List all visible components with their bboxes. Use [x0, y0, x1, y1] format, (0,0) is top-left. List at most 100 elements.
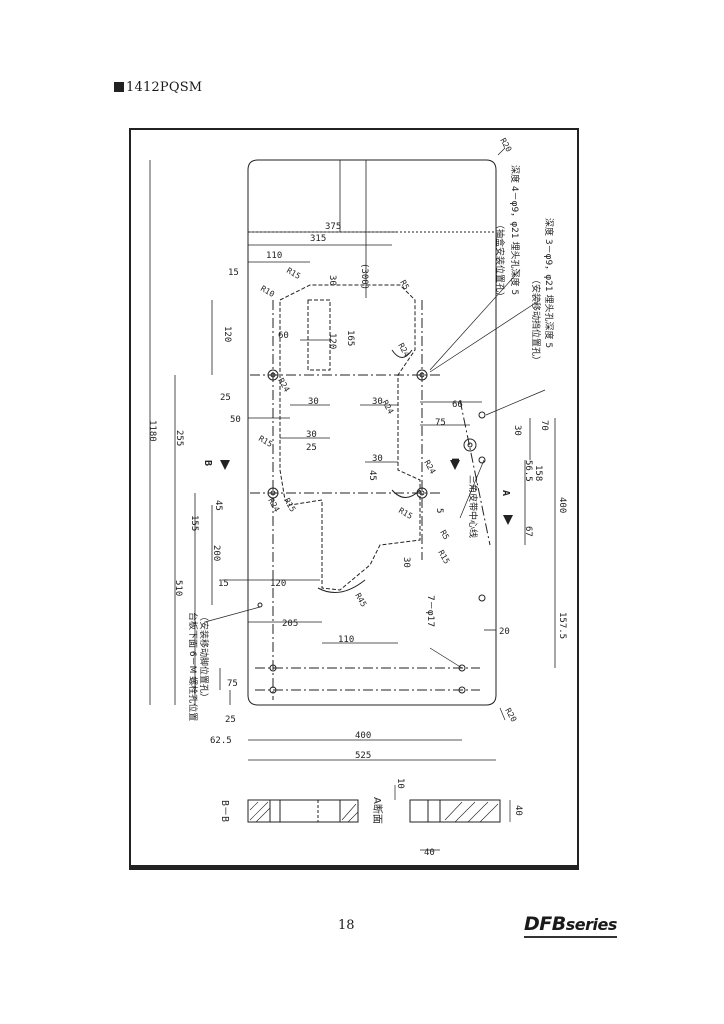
marker-b2: B: [449, 458, 460, 464]
dim-15b: 15: [218, 579, 229, 589]
dim-158: 158: [533, 465, 543, 481]
dim-25c: 25: [225, 715, 236, 725]
dim-255: 255: [174, 430, 184, 446]
dimension-labels: 375 315 110 15 60 25 50 30 30 30 25 30 1…: [210, 222, 510, 858]
dim-165: 165: [345, 330, 355, 346]
dim-120b: 120: [327, 333, 337, 349]
dim-45b: 45: [367, 470, 377, 481]
brand-suffix: series: [565, 915, 618, 934]
radius-labels: R20 R15 R10 R5 R24 R24 R15 R24 R15 R24 R…: [257, 137, 518, 724]
dim-75a: 75: [435, 418, 446, 428]
dim-75b: 75: [227, 679, 238, 689]
dim-400a: 400: [557, 497, 567, 513]
leader-lines: [204, 147, 546, 721]
note-holes-3: 深度 3－φ9，φ21 埋头孔深度 5: [543, 218, 555, 348]
notes: 深度 3－φ9，φ21 埋头孔深度 5 （安装移动挡位置孔） 深度 4－φ9，φ…: [187, 165, 555, 824]
note-holes-4: 深度 4－φ9，φ21 埋头孔深度 5: [509, 165, 521, 295]
radius-r5: R5: [398, 279, 411, 292]
dim-30b: 30: [308, 397, 319, 407]
dim-1180: 1180: [147, 420, 157, 442]
brand-prefix: DFB: [524, 913, 566, 935]
dim-110: 110: [266, 251, 282, 261]
section-bb: [247, 799, 359, 823]
rotated-labels: (300) 30 165 120 120 1180 255 45 45 155 …: [147, 263, 567, 816]
page-header: 1412PQSM: [114, 80, 202, 95]
dim-25a: 25: [220, 393, 231, 403]
radius-r20b: R20: [503, 707, 518, 724]
radius-r24c: R24: [266, 497, 281, 514]
radius-r24e: R24: [380, 399, 395, 416]
dim-40b: 40: [424, 848, 435, 858]
dim-315: 315: [310, 234, 326, 244]
note-bolt-holes: 台板下面 6－M 螺栓孔位置: [187, 612, 199, 721]
note-bolt-holes-purpose: （安装移动脚位置孔）: [198, 612, 210, 702]
radius-r45: R45: [353, 592, 368, 609]
note-7-holes: 7－φ17: [425, 595, 435, 627]
dim-20: 20: [499, 627, 510, 637]
center-lines: [250, 300, 491, 700]
radius-r15a: R15: [285, 266, 302, 281]
radius-r10: R10: [259, 284, 276, 299]
section-a: [394, 785, 511, 851]
section-arrow-a1: [503, 515, 513, 525]
dim-120c: 120: [270, 579, 286, 589]
dim-375: 375: [325, 222, 341, 232]
dimension-lines: [149, 160, 556, 761]
dim-300: (300): [359, 263, 369, 290]
note-holes-3-purpose: （安装移动挡位置孔）: [530, 275, 542, 365]
dim-5: 5: [434, 508, 444, 513]
dim-30g: 30: [401, 557, 411, 568]
dim-30f: 30: [512, 425, 522, 436]
page-number: 18: [338, 918, 355, 933]
radius-r5b: R5: [438, 529, 451, 542]
holes: [257, 369, 486, 694]
radius-r15d: R15: [397, 506, 414, 521]
dim-56-5: 56.5: [523, 460, 533, 482]
marker-b1: B: [202, 460, 213, 466]
dim-525: 525: [355, 751, 371, 761]
inner-slot: [307, 299, 331, 371]
plate-outline: [247, 159, 497, 706]
radius-r15b: R15: [257, 434, 274, 449]
arc-r45: [317, 579, 366, 593]
dim-70: 70: [539, 420, 549, 431]
section-bb-label: B－B: [219, 800, 230, 822]
dim-157-5: 157.5: [557, 612, 567, 639]
dim-30c: 30: [372, 397, 383, 407]
dim-510: 510: [173, 580, 183, 596]
dim-205: 205: [282, 619, 298, 629]
arc-r24-top: [391, 349, 413, 358]
section-arrow-b2: [450, 460, 460, 470]
radius-r15e: R15: [436, 549, 451, 566]
section-markers: B B A: [202, 458, 511, 496]
note-holes-4-purpose: （抽盒安装位置孔）: [494, 220, 506, 301]
radius-r24b: R24: [276, 377, 291, 394]
dim-62-5: 62.5: [210, 736, 232, 746]
radius-r20a: R20: [498, 137, 513, 154]
dim-400b: 400: [355, 731, 371, 741]
dim-40a: 40: [513, 805, 523, 816]
note-belt-centerline: 三角皮带中心线: [467, 475, 479, 538]
dim-66: 66: [452, 400, 463, 410]
dim-67: 67: [523, 526, 533, 537]
dim-200: 200: [211, 545, 221, 561]
dim-110b: 110: [338, 635, 354, 645]
brand-logo: DFBseries: [524, 913, 617, 938]
opening-outline: [279, 284, 421, 591]
dim-10: 10: [395, 778, 405, 789]
radius-r24d: R24: [422, 459, 437, 476]
dim-30d: 30: [306, 430, 317, 440]
dim-30a: 30: [327, 275, 337, 286]
section-arrow-b1: [220, 460, 230, 470]
drawing-frame: [129, 128, 579, 870]
model-code: 1412PQSM: [126, 80, 203, 95]
dim-15a: 15: [228, 268, 239, 278]
dim-45a: 45: [213, 500, 223, 511]
dim-155: 155: [189, 515, 199, 531]
section-a-label: A断面: [371, 797, 384, 824]
dim-30e: 30: [372, 454, 383, 464]
dim-60: 60: [278, 331, 289, 341]
radius-r15c: R15: [282, 497, 297, 514]
arc-r24-mid: [391, 489, 421, 498]
